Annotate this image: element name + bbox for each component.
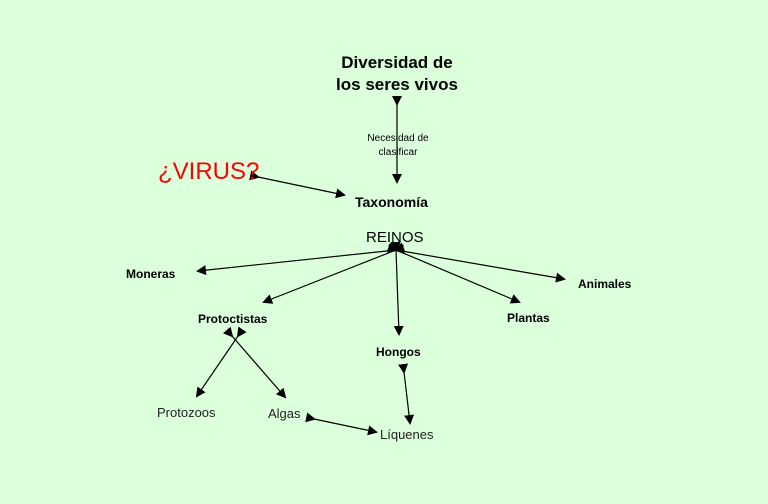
connector-virus-taxonomia xyxy=(249,170,346,199)
connector-hongos-liquenes xyxy=(398,363,415,425)
virus-node: ¿VIRUS? xyxy=(158,158,260,185)
liquenes-node: Líquenes xyxy=(380,427,434,442)
protoctistas-node: Protoctistas xyxy=(198,312,268,326)
classification-note-line-2: clasificar xyxy=(378,147,418,158)
diagram-title-line-1: Diversidad de xyxy=(341,53,453,72)
plantas-node: Plantas xyxy=(507,311,550,325)
taxonomia-node: Taxonomía xyxy=(355,194,428,210)
connector-reinos-animales xyxy=(387,243,566,283)
moneras-node: Moneras xyxy=(126,267,176,281)
connector-reinos-moneras xyxy=(196,244,405,276)
diagram-title: Diversidad de los seres vivos xyxy=(328,52,466,96)
connector-reinos-plantas xyxy=(386,242,521,304)
animales-node: Animales xyxy=(578,277,632,291)
reinos-node: REINOS xyxy=(366,229,424,246)
connector-algas-liquenes xyxy=(305,412,378,436)
connector-reinos-hongos xyxy=(390,241,404,336)
diagram-title-line-2: los seres vivos xyxy=(336,75,458,94)
algas-node: Algas xyxy=(268,406,301,421)
connector-reinos-protoctistas xyxy=(262,242,406,304)
connector-protoctistas-protozoos xyxy=(195,326,247,398)
protozoos-node: Protozoos xyxy=(157,405,216,420)
classification-note-line-1: Necesidad de xyxy=(367,133,429,144)
connector-protoctistas-algas xyxy=(222,326,287,399)
classification-note: Necesidad de clasificar xyxy=(358,132,438,160)
hongos-node: Hongos xyxy=(376,345,421,359)
